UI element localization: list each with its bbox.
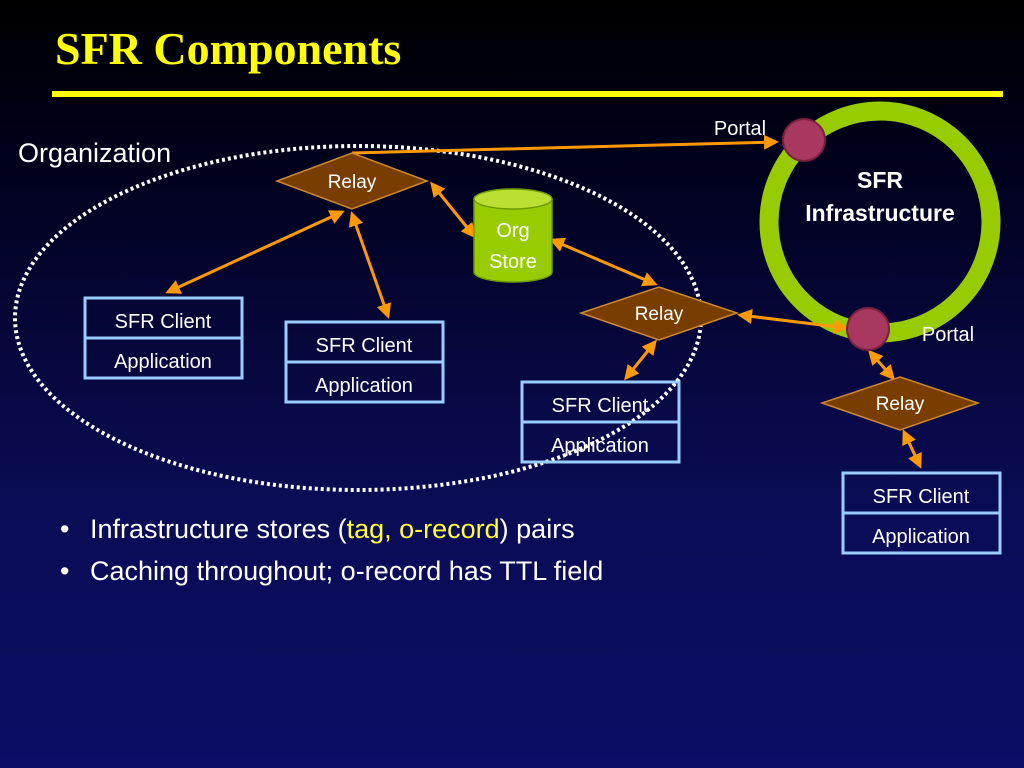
connector-relay2-portal — [737, 309, 849, 334]
client-stack-3: SFR Client Application — [520, 380, 681, 464]
portal-top — [782, 118, 826, 162]
org-store: Org Store — [473, 188, 553, 283]
bullet-text-before: Infrastructure stores ( — [90, 514, 347, 544]
bullet-list: • Infrastructure stores (tag, o-record) p… — [60, 514, 603, 598]
client-label: SFR Client — [873, 486, 970, 508]
portal-top-label: Portal — [714, 118, 766, 140]
title-rule — [52, 91, 1003, 97]
connector-relay1-client1 — [165, 210, 345, 294]
application-label: Application — [872, 526, 970, 548]
connector-relay1-store — [430, 181, 476, 239]
organization-label: Organization — [18, 138, 171, 168]
bullet-dot: • — [60, 556, 70, 586]
client-label: SFR Client — [552, 395, 649, 417]
relay-edge: Relay — [578, 286, 740, 341]
bullet-highlight: tag, o-record — [346, 514, 500, 544]
portal-bottom — [846, 307, 890, 351]
client-stack-1: SFR Client Application — [83, 296, 244, 380]
connector-relay1-portal — [351, 134, 779, 155]
bullet-item: • Infrastructure stores (tag, o-record) p… — [60, 514, 603, 545]
connector-relay2-client3 — [624, 339, 657, 381]
application-label: Application — [315, 375, 413, 397]
connector-relay1-client2 — [348, 211, 392, 319]
connectors — [165, 134, 922, 469]
client-label: SFR Client — [115, 311, 212, 333]
slide-title: SFR Components — [55, 23, 402, 74]
application-label: Application — [114, 351, 212, 373]
client-label: SFR Client — [316, 335, 413, 357]
relay-label: Relay — [635, 304, 684, 325]
connector-store-relay2 — [549, 237, 658, 287]
relay-external: Relay — [819, 376, 981, 431]
client-stack-2: SFR Client Application — [284, 320, 445, 404]
bullet-text: Caching throughout; o-record has TTL fie… — [90, 556, 604, 586]
org-store-label-line1: Org — [496, 220, 529, 242]
client-stack-4: SFR Client Application — [841, 471, 1002, 555]
application-label: Application — [551, 435, 649, 457]
bullet-text-after: ) pairs — [499, 514, 575, 544]
relay-label: Relay — [876, 394, 925, 415]
bullet-dot: • — [60, 514, 70, 544]
bullet-item: • Caching throughout; o-record has TTL fi… — [60, 556, 603, 587]
connector-relay3-client4 — [902, 429, 922, 469]
infrastructure-label-line1: SFR — [857, 167, 903, 193]
relay-organization: Relay — [274, 152, 430, 210]
relay-label: Relay — [328, 172, 377, 193]
connector-portal-relay3 — [868, 349, 895, 381]
portal-bottom-label: Portal — [922, 324, 974, 346]
org-store-label-line2: Store — [489, 251, 537, 273]
infrastructure-label-line2: Infrastructure — [805, 200, 955, 226]
